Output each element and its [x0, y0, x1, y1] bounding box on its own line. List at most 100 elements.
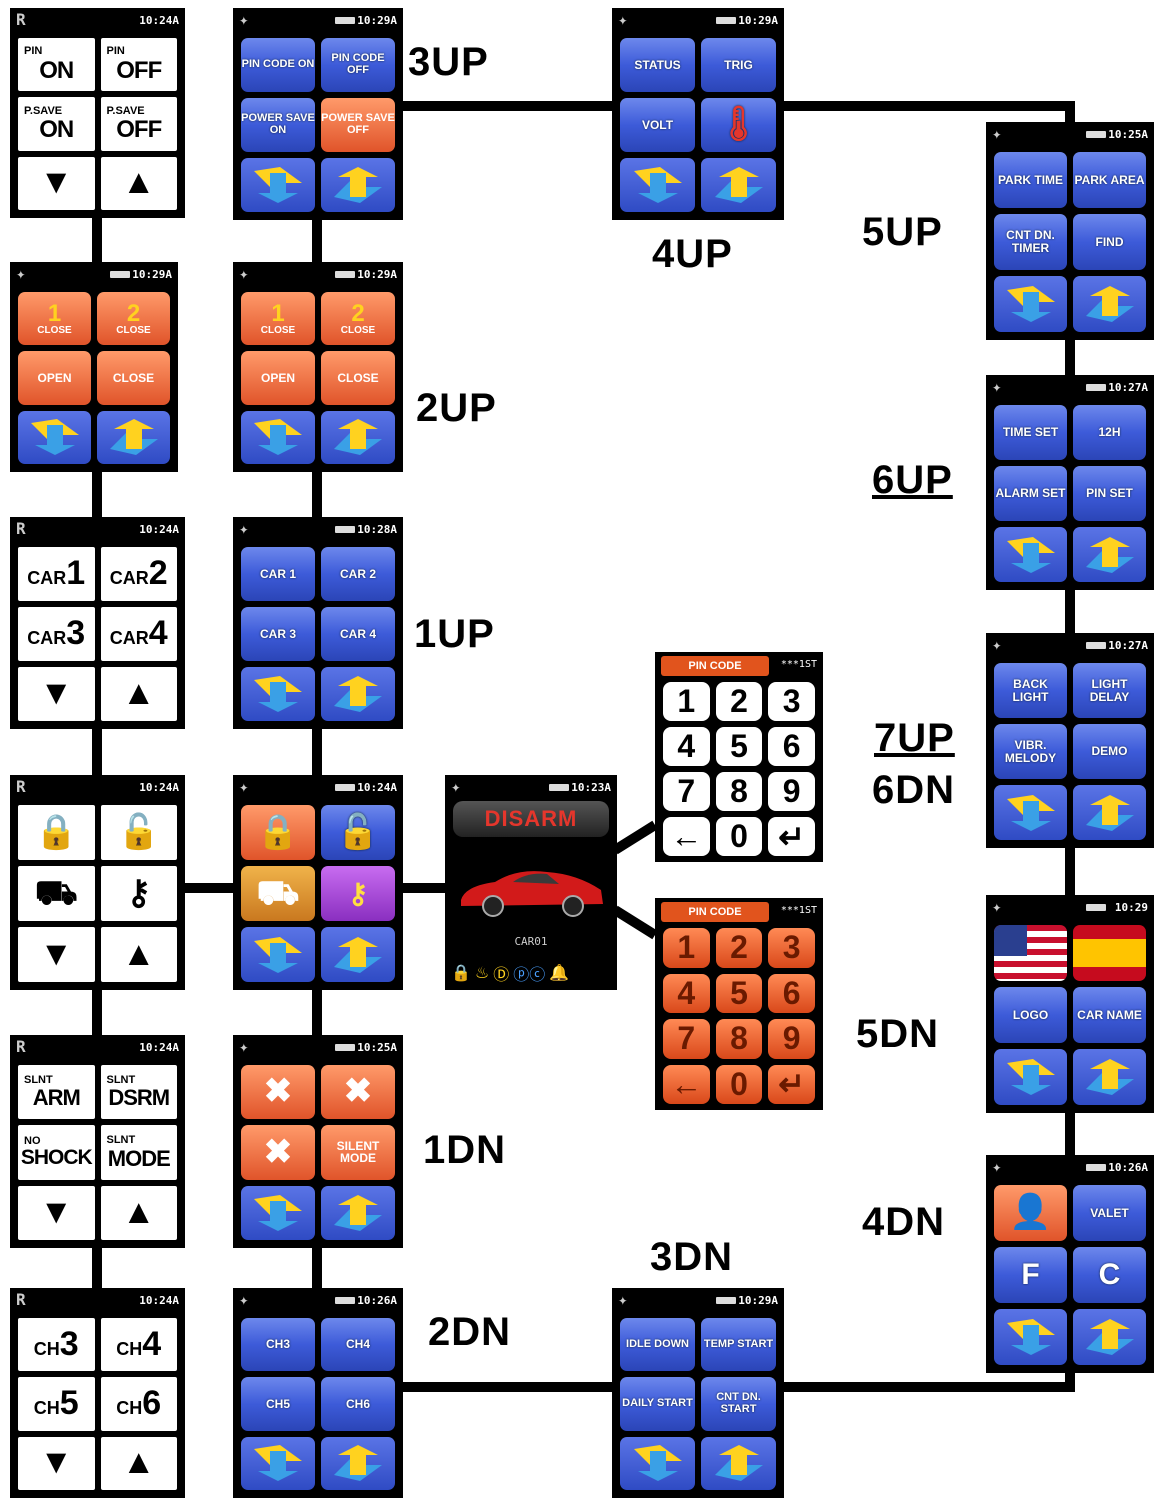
back-key-icon[interactable]: ←	[663, 1065, 710, 1105]
car3-button[interactable]: CAR3	[18, 607, 95, 661]
key-8[interactable]: 8	[716, 1019, 763, 1059]
car2-button[interactable]: CAR 2	[321, 547, 395, 601]
down-page-icon[interactable]	[241, 667, 315, 721]
up-page-icon[interactable]	[321, 1437, 395, 1490]
key-0[interactable]: 0	[716, 817, 763, 856]
idle-down-button[interactable]: IDLE DOWN	[620, 1318, 695, 1371]
down-arrow-icon[interactable]: ▼	[18, 927, 95, 982]
car4-button[interactable]: CAR4	[101, 607, 178, 661]
park-area-button[interactable]: PARK AREA	[1073, 152, 1146, 208]
door3-open-button[interactable]: OPEN	[241, 351, 315, 404]
find-button[interactable]: FIND	[1073, 214, 1146, 270]
siren-off-icon[interactable]: ✖	[241, 1065, 315, 1119]
key-5[interactable]: 5	[716, 974, 763, 1014]
key-5[interactable]: 5	[716, 727, 763, 766]
up-page-icon[interactable]	[1073, 527, 1146, 582]
up-arrow-icon[interactable]: ▲	[101, 1437, 178, 1490]
trig-button[interactable]: TRIG	[701, 38, 776, 92]
time-set-button[interactable]: TIME SET	[994, 405, 1067, 460]
celsius-button[interactable]: C	[1073, 1247, 1146, 1303]
car1-button[interactable]: CAR 1	[241, 547, 315, 601]
down-page-icon[interactable]	[994, 1049, 1067, 1105]
volt-button[interactable]: VOLT	[620, 98, 695, 152]
ch6-button[interactable]: CH6	[101, 1377, 178, 1430]
ch5-button[interactable]: CH5	[241, 1377, 315, 1430]
light-delay-button[interactable]: LIGHT DELAY	[1073, 663, 1146, 718]
silent-mode-button[interactable]: SILENT MODE	[321, 1125, 395, 1179]
up-arrow-icon[interactable]: ▲	[101, 667, 178, 721]
alarm-set-button[interactable]: ALARM SET	[994, 466, 1067, 521]
up-page-icon[interactable]	[701, 158, 776, 212]
ch3-button[interactable]: CH3	[241, 1318, 315, 1371]
ch3-button[interactable]: CH3	[18, 1318, 95, 1371]
pin-code-off-button[interactable]: PIN CODE OFF	[321, 38, 395, 92]
cnt-dn-start-button[interactable]: CNT DN. START	[701, 1377, 776, 1430]
down-page-icon[interactable]	[241, 411, 315, 464]
up-page-icon[interactable]	[321, 1186, 395, 1240]
car-name-button[interactable]: CAR NAME	[1073, 987, 1146, 1043]
lock-icon[interactable]: 🔒	[241, 805, 315, 860]
shock-off-icon[interactable]: ✖	[241, 1125, 315, 1179]
up-arrow-icon[interactable]: ▲	[101, 927, 178, 982]
door3-open-button[interactable]: OPEN	[18, 351, 91, 404]
down-arrow-icon[interactable]: ▼	[18, 667, 95, 721]
down-arrow-icon[interactable]: ▼	[18, 1186, 95, 1240]
key-0[interactable]: 0	[716, 1065, 763, 1105]
logo-button[interactable]: LOGO	[994, 987, 1067, 1043]
key-2[interactable]: 2	[716, 682, 763, 721]
lock-icon[interactable]: 🔒	[18, 805, 95, 860]
cnt-dn-timer-button[interactable]: CNT DN. TIMER	[994, 214, 1067, 270]
key-icon[interactable]: ⚷	[321, 866, 395, 921]
car2-button[interactable]: CAR2	[101, 547, 178, 601]
us-flag-icon[interactable]	[994, 925, 1067, 981]
ch4-button[interactable]: CH4	[101, 1318, 178, 1371]
up-page-icon[interactable]	[321, 927, 395, 982]
key-6[interactable]: 6	[768, 727, 815, 766]
vibr-melody-button[interactable]: VIBR. MELODY	[994, 724, 1067, 779]
temp-start-button[interactable]: TEMP START	[701, 1318, 776, 1371]
down-arrow-icon[interactable]: ▼	[18, 1437, 95, 1490]
valet-person-icon[interactable]: 👤	[994, 1185, 1067, 1241]
power-save-on-button[interactable]: POWER SAVE ON	[241, 98, 315, 152]
pin-code-on-button[interactable]: PIN CODE ON	[241, 38, 315, 92]
key-8[interactable]: 8	[716, 772, 763, 811]
car1-button[interactable]: CAR1	[18, 547, 95, 601]
trunk-icon[interactable]: ⛟	[241, 866, 315, 921]
pin-set-button[interactable]: PIN SET	[1073, 466, 1146, 521]
key-9[interactable]: 9	[768, 1019, 815, 1059]
key-4[interactable]: 4	[663, 727, 710, 766]
key-icon[interactable]: ⚷	[101, 866, 178, 921]
door3-close-button[interactable]: CLOSE	[97, 351, 170, 404]
key-4[interactable]: 4	[663, 974, 710, 1014]
thermometer-icon[interactable]: 🌡	[701, 98, 776, 152]
down-page-icon[interactable]	[18, 411, 91, 464]
key-2[interactable]: 2	[716, 928, 763, 968]
trunk-icon[interactable]: ⛟	[18, 866, 95, 921]
up-page-icon[interactable]	[1073, 1309, 1146, 1365]
unlock-icon[interactable]: 🔓	[321, 805, 395, 860]
fahrenheit-button[interactable]: F	[994, 1247, 1067, 1303]
back-light-button[interactable]: BACK LIGHT	[994, 663, 1067, 718]
status-button[interactable]: STATUS	[620, 38, 695, 92]
up-arrow-icon[interactable]: ▲	[101, 157, 178, 210]
up-arrow-icon[interactable]: ▲	[101, 1186, 178, 1240]
up-page-icon[interactable]	[1073, 1049, 1146, 1105]
down-page-icon[interactable]	[241, 927, 315, 982]
down-page-icon[interactable]	[994, 785, 1067, 840]
ch4-button[interactable]: CH4	[321, 1318, 395, 1371]
demo-button[interactable]: DEMO	[1073, 724, 1146, 779]
enter-key-icon[interactable]: ↵	[768, 817, 815, 856]
key-7[interactable]: 7	[663, 1019, 710, 1059]
up-page-icon[interactable]	[321, 158, 395, 212]
daily-start-button[interactable]: DAILY START	[620, 1377, 695, 1430]
back-key-icon[interactable]: ←	[663, 817, 710, 856]
down-page-icon[interactable]	[241, 1437, 315, 1490]
12h-button[interactable]: 12H	[1073, 405, 1146, 460]
